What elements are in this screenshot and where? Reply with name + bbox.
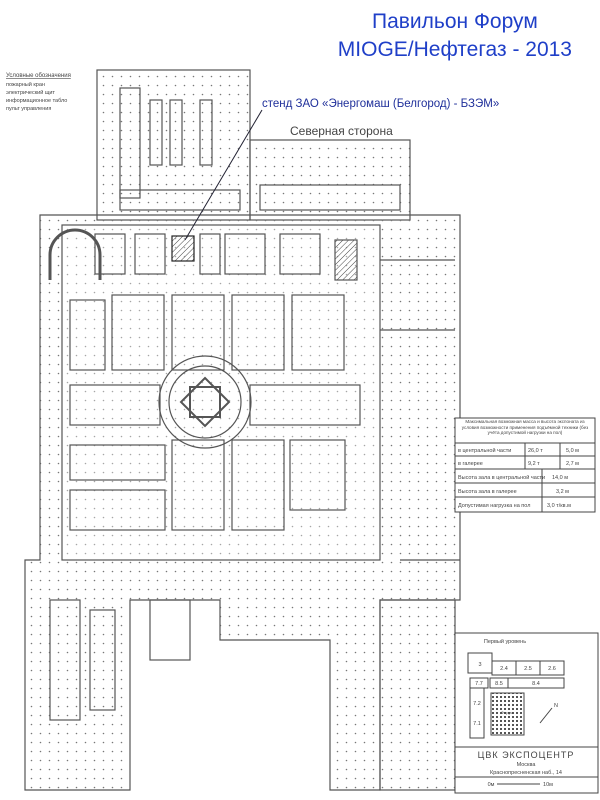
table-cell: 3,0 т/кв.м — [547, 503, 571, 509]
title-line-1: Павильон Форум — [372, 10, 538, 33]
table-cell: Высота зала в центральной части — [458, 474, 545, 481]
legend-item: пульт управления — [6, 106, 51, 112]
legend-item: информационное табло — [6, 98, 67, 104]
hall-label: 2.4 — [500, 666, 508, 672]
page-title: Павильон Форум MIOGE/Нефтегаз - 2013 — [338, 8, 572, 64]
north-side-label: Северная сторона — [290, 124, 393, 138]
table-cell: 3,2 м — [556, 489, 569, 495]
hall-label: 8.5 — [495, 681, 503, 687]
hall-label: 7.1 — [473, 721, 481, 727]
table-cell: 26,0 т — [528, 448, 543, 454]
table-cell: 14,0 м — [552, 475, 568, 481]
hall-label: 2.5 — [524, 666, 532, 672]
stand-pointer — [184, 109, 263, 241]
hall-label: Форум — [501, 710, 513, 715]
title-line-2: MIOGE/Нефтегаз - 2013 — [337, 38, 572, 61]
table-cell: Допустимая нагрузка на пол — [458, 503, 530, 509]
legend-item: пожарный кран — [6, 81, 45, 88]
north-arrow-label: N — [554, 703, 558, 709]
legend-heading: Условные обозначения — [6, 73, 71, 79]
staircase-left — [48, 228, 102, 280]
scale-end: 10м — [543, 782, 553, 788]
table-cell: Высота зала в галерее — [458, 489, 517, 495]
central-fountain — [158, 355, 252, 449]
stand-label: стенд ЗАО «Энергомаш (Белгород) - БЗЭМ» — [262, 98, 500, 110]
table-cell: 9,2 т — [528, 461, 540, 467]
north-wing — [96, 69, 251, 221]
org-name: ЦВК ЭКСПОЦЕНТР — [478, 750, 575, 760]
hall-label: 8.4 — [532, 681, 540, 687]
hall-label: 7.7 — [475, 681, 483, 687]
legend-item: электрический щит — [6, 89, 55, 96]
load-table-heading: Максимальная возможная масса и высота эк… — [461, 419, 589, 436]
load-table — [454, 417, 596, 513]
scale-start: 0м — [488, 782, 495, 788]
table-cell: 5,0 м — [566, 448, 579, 454]
hall-label: 3 — [478, 662, 481, 668]
city: Москва — [517, 762, 537, 768]
staircase-right — [334, 239, 358, 281]
location-inset — [454, 632, 599, 794]
hall-label: 2.6 — [548, 666, 556, 672]
table-cell: 2,7 м — [566, 461, 579, 467]
hall-label: 7.2 — [473, 701, 481, 707]
table-cell: в центральной части — [458, 447, 511, 454]
inset-heading: Первый уровень — [484, 638, 526, 645]
stand-energomash — [171, 235, 195, 262]
table-cell: в галерее — [458, 461, 483, 467]
address: Краснопресненская наб., 14 — [490, 770, 562, 776]
